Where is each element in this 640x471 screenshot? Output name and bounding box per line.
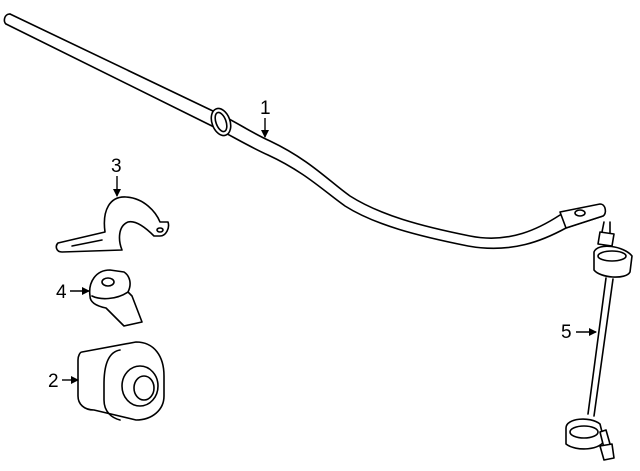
bushing-bracket [55, 196, 170, 253]
callout-3: 3 [111, 156, 122, 197]
callout-1-number: 1 [260, 98, 271, 119]
callout-4-number: 4 [56, 282, 67, 303]
callout-2-number: 2 [48, 371, 59, 392]
stabilizer-bar [3, 13, 607, 250]
stabilizer-link [565, 221, 633, 461]
bushing-block [77, 341, 165, 421]
bushing-insert [88, 269, 143, 327]
callout-2: 2 [48, 371, 79, 392]
callout-5: 5 [561, 322, 597, 343]
callout-5-number: 5 [561, 322, 572, 343]
callout-1: 1 [260, 98, 271, 138]
callout-3-number: 3 [111, 156, 122, 177]
callout-4: 4 [56, 282, 90, 303]
